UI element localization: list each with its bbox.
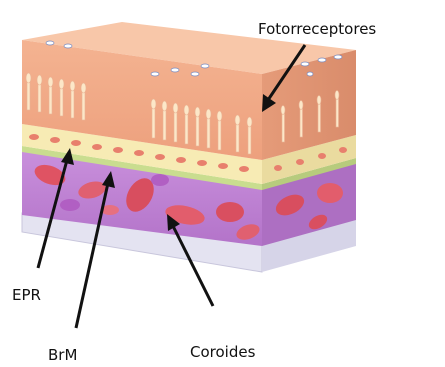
choroid-vessel (317, 183, 343, 203)
label-choroid: Coroides (190, 343, 256, 361)
label-photoreceptors: Fotorreceptores (258, 20, 376, 38)
choroid-vessel (216, 202, 244, 222)
choroid-vessel (151, 174, 169, 186)
label-bruch-membrane: BrM (48, 346, 77, 364)
label-rpe: EPR (12, 286, 41, 304)
choroid-vessel (60, 199, 80, 211)
